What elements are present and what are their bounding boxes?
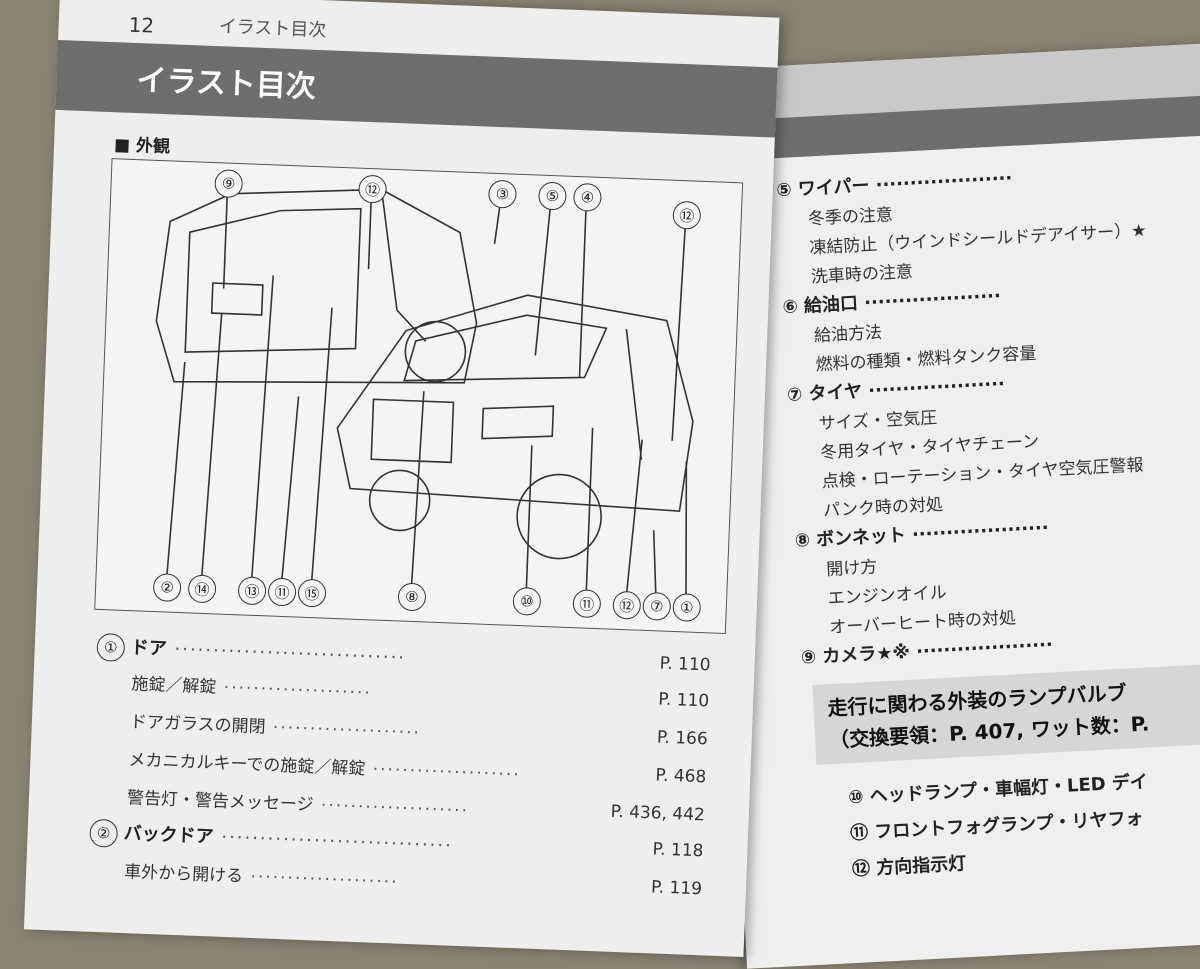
lamp-item: ⑫ 方向指示灯	[851, 853, 967, 881]
toc-page-ref: P. 118	[652, 839, 704, 862]
toc-page-ref: P. 119	[650, 877, 703, 900]
toc-entry: 警告灯・警告メッセージ ····················	[127, 783, 470, 821]
leader-dots: ······························	[213, 826, 454, 857]
leader-dots: ····················	[265, 717, 422, 744]
toc-entry-label: 施錠／解錠	[131, 674, 217, 698]
right-toc-entry: パンク時の対処	[822, 494, 944, 522]
right-toc-entry: エンジンオイル	[827, 582, 948, 610]
title-bar: イラスト目次	[55, 39, 778, 138]
right-toc-entry: 給油方法	[813, 322, 883, 347]
lamp-item: ⑪ フロントフォグランプ・リヤフォ	[849, 807, 1145, 845]
toc-page-ref: P. 166	[656, 727, 709, 750]
page-number: 12	[128, 12, 155, 38]
toc-entry: 施錠／解錠 ····················	[131, 669, 372, 703]
header-label: イラスト目次	[218, 16, 327, 42]
leader-dots: ······························	[166, 638, 407, 669]
lamp-section-header: 走行に関わる外装のランプバルブ （交換要領：P. 407, ワット数：P.	[812, 658, 1200, 765]
leader-dots: ····················	[313, 795, 470, 822]
vehicle-line-drawing	[155, 183, 694, 602]
toc-page-ref: P. 436, 442	[610, 801, 706, 826]
toc-entry-label: ドアガラスの開閉	[129, 712, 266, 738]
right-toc-entry: 冬季の注意	[807, 205, 894, 230]
right-toc-entry: サイズ・空気圧	[818, 408, 938, 435]
section-label: ■ 外観	[113, 135, 171, 158]
right-toc-entry: 開け方	[825, 557, 878, 581]
leader-dots: ····················	[242, 866, 399, 893]
right-toc-entry: 洗車時の注意	[810, 262, 914, 288]
toc-entry: メカニカルキーでの施錠／解錠 ····················	[128, 745, 521, 785]
toc-page-ref: P. 110	[657, 689, 710, 712]
lamp-item: ⑩ ヘッドランプ・車幅灯・LED デイ	[847, 771, 1149, 809]
leader-dots: ····················	[215, 677, 373, 704]
toc-number: ②	[89, 818, 119, 848]
toc-entry-label: 警告灯・警告メッセージ	[126, 788, 314, 816]
toc-entry-label: 車外から開ける	[123, 862, 244, 887]
toc-number: ①	[96, 632, 126, 662]
toc-page-ref: P. 110	[659, 653, 711, 676]
right-page: ⑤ ワイパー ····················冬季の注意凍結防止（ウイン…	[700, 40, 1200, 969]
toc-page-ref: P. 468	[655, 765, 707, 788]
page-title: イラスト目次	[135, 63, 317, 105]
left-page: 12 イラスト目次 イラスト目次 ■ 外観	[23, 0, 780, 957]
toc-entry: 車外から開ける ····················	[124, 857, 399, 893]
right-toc-entry: ⑤ ワイパー ····················	[775, 167, 1013, 202]
toc-entry-label: メカニカルキーでの施錠／解錠	[128, 750, 366, 780]
toc-entry: ドアガラスの開閉 ····················	[130, 707, 422, 743]
leader-dots: ····················	[364, 759, 522, 786]
